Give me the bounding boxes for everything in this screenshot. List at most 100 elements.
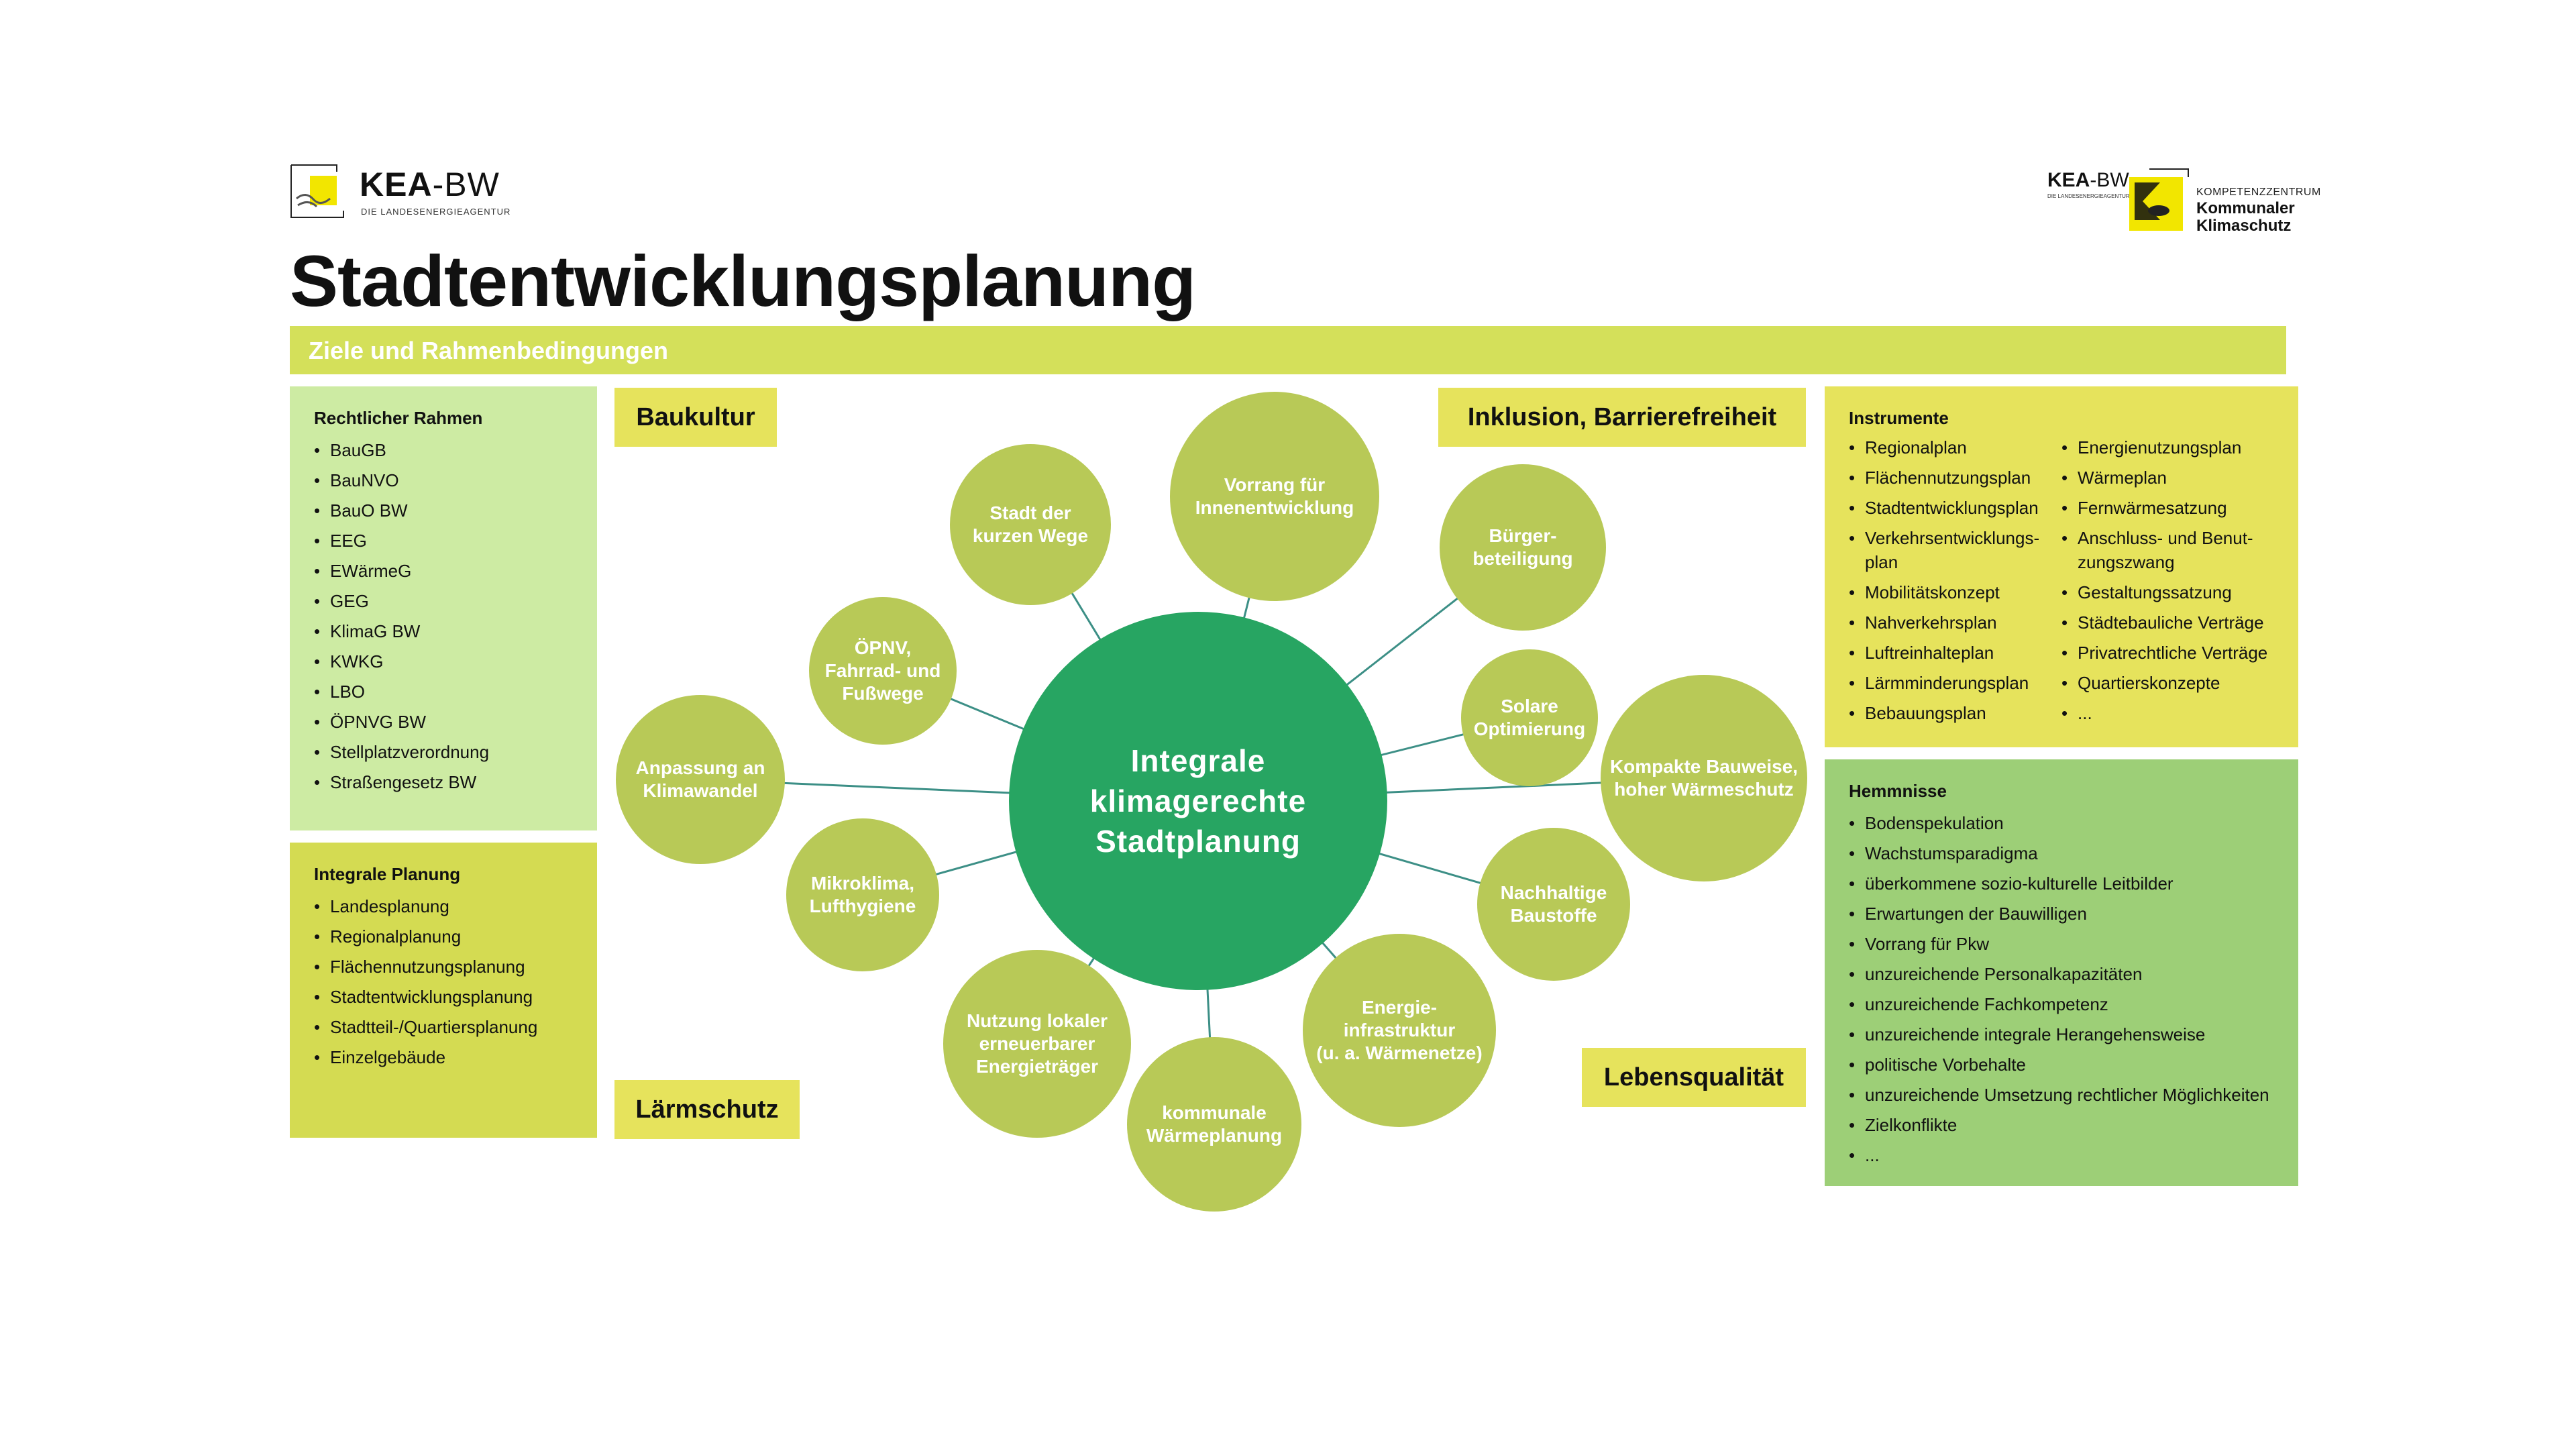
circle-energie <box>1303 934 1496 1127</box>
circle-label-mikroklima: Mikroklima, Lufthygiene <box>809 873 916 916</box>
circle-label-energie: Energie- infrastruktur (u. a. Wärmenetze… <box>1316 997 1483 1063</box>
circle-kompakte <box>1601 675 1807 881</box>
tag-laermschutz: Lärmschutz <box>614 1080 800 1139</box>
list-item: BauO BW <box>314 496 573 526</box>
circle-label-buerger: Bürger- beteiligung <box>1472 525 1573 569</box>
hemmnisse-list: Bodenspekulation Wachstumsparadigma über… <box>1849 808 2274 1171</box>
circle-label-anpassung: Anpassung an Klimawandel <box>635 757 765 801</box>
circle-vorrang <box>1170 392 1379 601</box>
list-item: Privatrechtliche Verträge <box>2061 641 2274 665</box>
section-banner: Ziele und Rahmenbedingungen <box>290 326 2286 374</box>
list-item: Energienutzungsplan <box>2061 435 2274 460</box>
list-item: Stellplatzverordnung <box>314 737 573 767</box>
list-item: Stadtentwicklungsplanung <box>314 982 573 1012</box>
list-item: Wachstumsparadigma <box>1849 839 2274 869</box>
page-title: Stadtentwicklungsplanung <box>290 240 1196 321</box>
list-item: KlimaG BW <box>314 616 573 647</box>
list-item: BauNVO <box>314 466 573 496</box>
tag-lebensqualitaet: Lebensqualität <box>1582 1048 1806 1107</box>
list-item: GEG <box>314 586 573 616</box>
circle-anpassung <box>616 695 785 864</box>
kk-kea-subtitle: DIE LANDESENERGIEAGENTUR <box>2047 193 2130 199</box>
circle-label-kurze: Stadt der kurzen Wege <box>972 502 1089 546</box>
circle-waermeplanung <box>1127 1037 1301 1212</box>
kk-main-line: Kommunaler Klimaschutz <box>2196 199 2295 235</box>
kk-top-line: KOMPETENZZENTRUM <box>2196 186 2321 198</box>
circle-oepnv <box>809 597 957 745</box>
instrumente-title: Instrumente <box>1849 408 1949 428</box>
list-item: Gestaltungssatzung <box>2061 580 2274 604</box>
kompetenzzentrum-logo: KEA-BW DIE LANDESENERGIEAGENTUR KOMPETEN… <box>2047 164 2320 237</box>
integrale-planung-title: Integrale Planung <box>314 864 461 884</box>
list-item: unzureichende Fachkompetenz <box>1849 989 2274 1020</box>
list-item: Bebauungsplan <box>1849 701 2061 725</box>
circle-baustoffe <box>1477 828 1630 981</box>
circle-mikroklima <box>786 818 939 971</box>
kk-kea-text: KEA-BW <box>2047 169 2129 191</box>
circle-label-kompakte: Kompakte Bauweise, hoher Wärmeschutz <box>1609 756 1799 800</box>
list-item: Wärmeplan <box>2061 466 2274 490</box>
circle-label-oepnv: ÖPNV, Fahrrad- und Fußwege <box>824 637 941 704</box>
circle-nutzung <box>943 950 1131 1138</box>
rechtlicher-rahmen-list: BauGB BauNVO BauO BW EEG EWärmeG GEG Kli… <box>314 435 573 798</box>
circle-label-baustoffe: Nachhaltige Baustoffe <box>1500 882 1607 926</box>
list-item: Einzelgebäude <box>314 1042 573 1073</box>
list-item: Vorrang für Pkw <box>1849 929 2274 959</box>
circle-label-solare: Solare Optimierung <box>1473 696 1586 739</box>
list-item: unzureichende Personalkapazitäten <box>1849 959 2274 989</box>
instrumente-box: Instrumente Regionalplan Flächennutzungs… <box>1825 386 2298 747</box>
list-item: Quartierskonzepte <box>2061 671 2274 695</box>
list-item: Regionalplanung <box>314 922 573 952</box>
center-label: Integrale klimagerechte Stadtplanung <box>1089 743 1307 859</box>
list-item: LBO <box>314 677 573 707</box>
kea-bw-logo: KEA-BW DIE LANDESENERGIEAGENTUR <box>290 164 511 225</box>
center-circle <box>1009 612 1387 990</box>
list-item: ÖPNVG BW <box>314 707 573 737</box>
circle-solare <box>1461 649 1598 786</box>
circle-buerger <box>1440 464 1606 631</box>
list-item: EWärmeG <box>314 556 573 586</box>
list-item: Anschluss- und Benut-zungszwang <box>2061 526 2274 574</box>
list-item: überkommene sozio-kulturelle Leitbilder <box>1849 869 2274 899</box>
list-item: Städtebauliche Verträge <box>2061 610 2274 635</box>
kea-logo-text: KEA-BW <box>360 166 500 203</box>
hemmnisse-box: Hemmnisse Bodenspekulation Wachstumspara… <box>1825 759 2298 1186</box>
circle-label-waermeplanung: kommunale Wärmeplanung <box>1146 1102 1283 1146</box>
banner-label: Ziele und Rahmenbedingungen <box>309 337 669 364</box>
list-item: Lärmminderungsplan <box>1849 671 2061 695</box>
kea-logo-subtitle: DIE LANDESENERGIEAGENTUR <box>361 207 511 217</box>
list-item: Landesplanung <box>314 892 573 922</box>
list-item: unzureichende integrale Herangehensweise <box>1849 1020 2274 1050</box>
list-item: Flächennutzungsplan <box>1849 466 2061 490</box>
instrumente-list-col2: Energienutzungsplan Wärmeplan Fernwärmes… <box>2061 435 2274 731</box>
tag-baukultur: Baukultur <box>614 388 777 447</box>
list-item: Verkehrsentwicklungs-plan <box>1849 526 2061 574</box>
list-item: Fernwärmesatzung <box>2061 496 2274 520</box>
list-item: KWKG <box>314 647 573 677</box>
list-item: Mobilitätskonzept <box>1849 580 2061 604</box>
list-item: BauGB <box>314 435 573 466</box>
list-item: Bodenspekulation <box>1849 808 2274 839</box>
list-item: Nahverkehrsplan <box>1849 610 2061 635</box>
instrumente-list-col1: Regionalplan Flächennutzungsplan Stadten… <box>1849 435 2061 731</box>
rechtlicher-rahmen-box: Rechtlicher Rahmen BauGB BauNVO BauO BW … <box>290 386 597 830</box>
list-item: Straßengesetz BW <box>314 767 573 798</box>
list-item: unzureichende Umsetzung rechtlicher Mögl… <box>1849 1080 2274 1110</box>
list-item: Zielkonflikte <box>1849 1110 2274 1140</box>
list-item: EEG <box>314 526 573 556</box>
kompetenz-lion-mark-icon <box>2129 168 2189 231</box>
list-item: politische Vorbehalte <box>1849 1050 2274 1080</box>
list-item: Stadtteil-/Quartiersplanung <box>314 1012 573 1042</box>
integrale-planung-list: Landesplanung Regionalplanung Flächennut… <box>314 892 573 1073</box>
kea-logo-mark-icon <box>290 164 344 218</box>
list-item: ... <box>2061 701 2274 725</box>
integrale-planung-box: Integrale Planung Landesplanung Regional… <box>290 843 597 1138</box>
list-item: ... <box>1849 1140 2274 1171</box>
list-item: Stadtentwicklungsplan <box>1849 496 2061 520</box>
circle-kurze <box>950 444 1111 605</box>
hemmnisse-title: Hemmnisse <box>1849 781 1947 801</box>
circle-label-nutzung: Nutzung lokaler erneuerbarer Energieträg… <box>966 1010 1108 1077</box>
circle-label-vorrang: Vorrang für Innenentwicklung <box>1195 474 1354 518</box>
list-item: Flächennutzungsplanung <box>314 952 573 982</box>
